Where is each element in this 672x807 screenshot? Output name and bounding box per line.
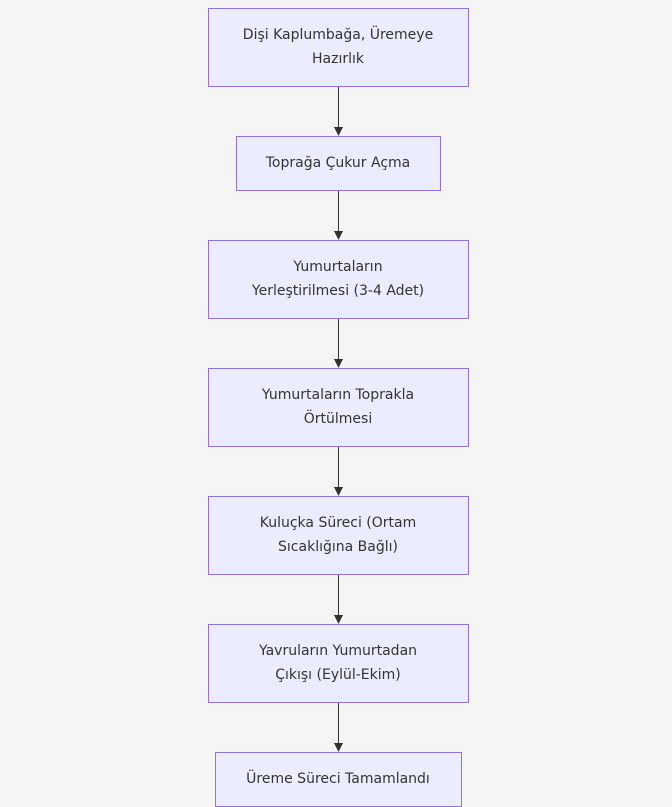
flow-node-box bbox=[208, 240, 469, 319]
edges-layer bbox=[334, 86, 343, 752]
flow-node-label: Örtülmesi bbox=[304, 409, 372, 427]
flow-node-label: Toprağa Çukur Açma bbox=[265, 155, 411, 171]
flow-node-label: Yavruların Yumurtadan bbox=[258, 643, 417, 659]
flow-edge-3 bbox=[334, 318, 343, 368]
flow-node-label: Dişi Kaplumbağa, Üremeye bbox=[243, 25, 433, 43]
flow-edge-4 bbox=[334, 446, 343, 496]
flow-node-box bbox=[208, 496, 469, 575]
flow-node-7: Üreme Süreci Tamamlandı bbox=[215, 752, 462, 807]
arrowhead-icon bbox=[334, 231, 343, 240]
flow-edge-6 bbox=[334, 702, 343, 752]
flow-node-label: Yumurtaların bbox=[292, 259, 382, 275]
flow-node-label: Yumurtaların Toprakla bbox=[261, 387, 414, 403]
flow-node-2: Toprağa Çukur Açma bbox=[236, 136, 441, 191]
flow-node-box bbox=[215, 752, 462, 807]
flow-node-box bbox=[208, 368, 469, 447]
flow-edge-1 bbox=[334, 86, 343, 136]
arrowhead-icon bbox=[334, 359, 343, 368]
flow-node-box bbox=[208, 624, 469, 703]
flow-edge-5 bbox=[334, 574, 343, 624]
flow-node-label: Üreme Süreci Tamamlandı bbox=[246, 769, 430, 787]
flow-node-label: Sıcaklığına Bağlı) bbox=[278, 539, 398, 555]
arrowhead-icon bbox=[334, 127, 343, 136]
flow-node-box bbox=[208, 8, 469, 87]
flow-node-label: Hazırlık bbox=[312, 51, 365, 67]
flow-node-label: Çıkışı (Eylül-Ekim) bbox=[275, 667, 401, 683]
arrowhead-icon bbox=[334, 487, 343, 496]
flow-node-label: Yerleştirilmesi (3-4 Adet) bbox=[251, 283, 424, 299]
flow-node-box bbox=[236, 136, 441, 191]
nodes-layer: Dişi Kaplumbağa, ÜremeyeHazırlıkToprağa … bbox=[208, 8, 469, 807]
flow-node-label: Kuluçka Süreci (Ortam bbox=[260, 515, 417, 531]
arrowhead-icon bbox=[334, 743, 343, 752]
flow-edge-2 bbox=[334, 190, 343, 240]
arrowhead-icon bbox=[334, 615, 343, 624]
